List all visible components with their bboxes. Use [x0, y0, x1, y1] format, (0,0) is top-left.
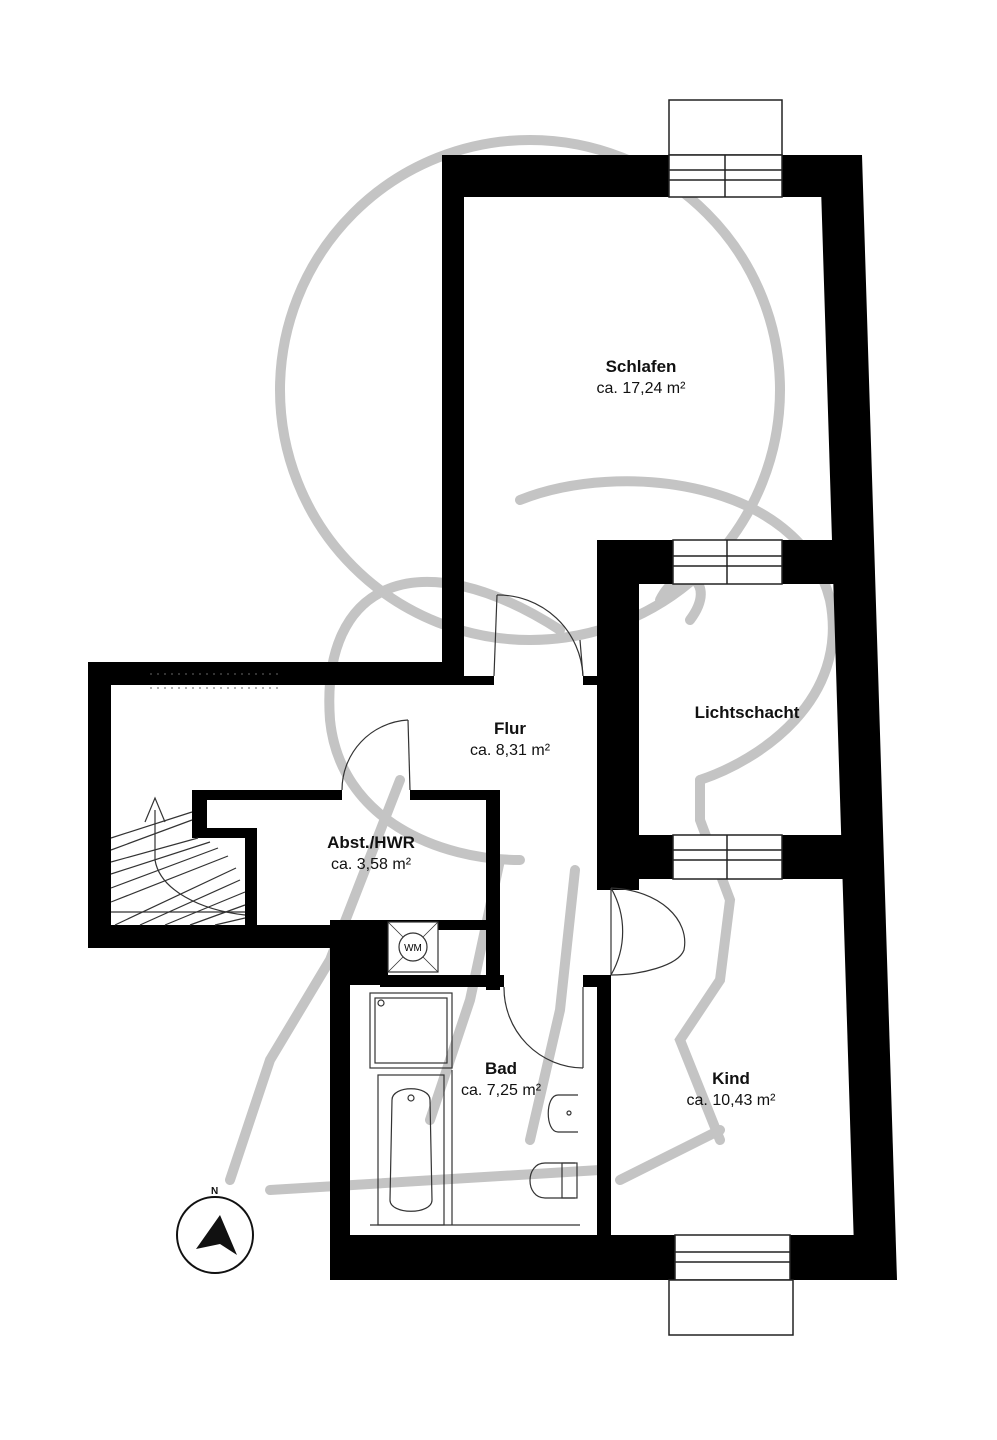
room-name: Schlafen [605, 357, 677, 376]
room-label-abst: Abst./HWR ca. 3,58 m² [296, 832, 446, 876]
room-label-lichtschacht: Lichtschacht [672, 702, 822, 724]
compass-icon [176, 1196, 254, 1274]
room-name: Kind [712, 1069, 750, 1088]
room-label-bad: Bad ca. 7,25 m² [426, 1058, 576, 1102]
room-label-schlafen: Schlafen ca. 17,24 m² [566, 356, 716, 400]
room-area: ca. 3,58 m² [330, 856, 412, 873]
room-name: Abst./HWR [327, 833, 415, 852]
staircase [110, 796, 246, 926]
room-area: ca. 7,25 m² [460, 1082, 542, 1099]
wm-label: WM [404, 943, 422, 954]
room-name: Flur [493, 719, 527, 738]
walls [88, 155, 897, 1280]
room-label-flur: Flur ca. 8,31 m² [435, 718, 585, 762]
room-name: Lichtschacht [694, 703, 800, 722]
room-area: ca. 17,24 m² [596, 380, 686, 397]
dashed-line [150, 673, 280, 689]
doors [341, 594, 686, 1069]
room-name: Bad [484, 1059, 518, 1078]
washing-machine: WM [387, 921, 439, 973]
room-area: ca. 10,43 m² [686, 1092, 776, 1109]
compass-north-label: N [211, 1186, 219, 1197]
bathroom-fixtures [369, 992, 580, 1226]
windows [668, 99, 794, 1336]
room-label-kind: Kind ca. 10,43 m² [656, 1068, 806, 1112]
room-area: ca. 8,31 m² [469, 742, 551, 759]
watermark-logo [225, 135, 838, 1195]
